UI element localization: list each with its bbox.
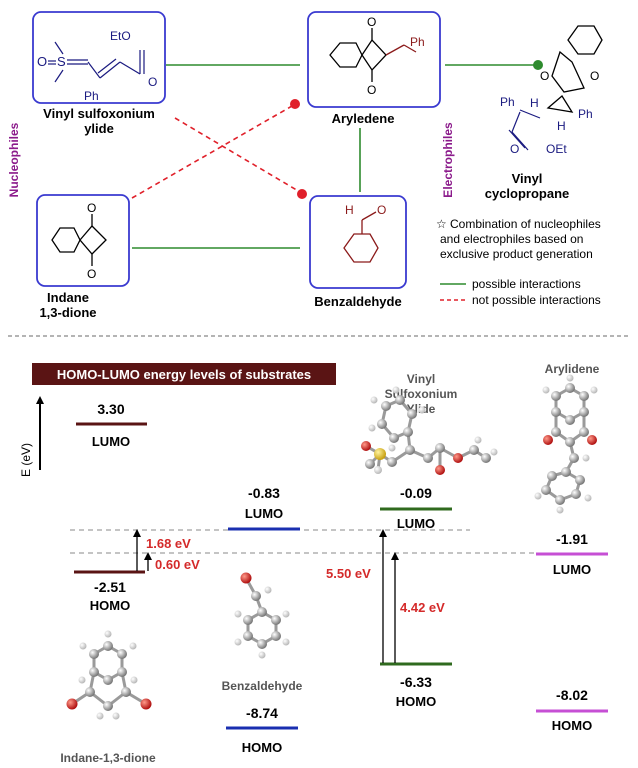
svg-text:O: O — [590, 69, 599, 83]
electrophiles-label: Electrophiles — [441, 122, 455, 198]
indane-3d-model — [66, 630, 152, 720]
indane-lumo-label: LUMO — [92, 434, 130, 449]
note-line-3: exclusive product generation — [440, 247, 593, 261]
aryl-ph: Ph — [410, 35, 425, 49]
arylidene-structure: O O Ph — [307, 11, 441, 108]
benz-lumo-label: LUMO — [245, 506, 283, 521]
indane-lumo-value: 3.30 — [97, 401, 124, 417]
product-ph2: Ph — [578, 107, 593, 121]
vinyl-ylide-label-1: Vinyl sulfoxonium — [43, 106, 155, 121]
product-label-2: cyclopropane — [485, 186, 570, 201]
ylide-homo-value: -6.33 — [400, 674, 432, 690]
aryl-model-label: Arylidene — [545, 362, 600, 376]
svg-text:O: O — [510, 142, 519, 156]
gap-label-3: 5.50 eV — [326, 566, 371, 581]
note-line-2: and electrophiles based on — [440, 232, 583, 246]
star-icon: ☆ — [436, 217, 447, 231]
indane-label-2: 1,3-dione — [39, 305, 96, 320]
product-label-1: Vinyl — [512, 171, 543, 186]
gap-label-4: 4.42 eV — [400, 600, 445, 615]
product-oet: OEt — [546, 142, 567, 156]
svg-text:O: O — [377, 203, 386, 217]
svg-text:O: O — [540, 69, 549, 83]
group-oet: EtO — [110, 29, 131, 43]
product-h1: H — [530, 96, 539, 110]
legend-not-possible: not possible interactions — [472, 293, 601, 307]
arylidene-label: Aryledene — [332, 111, 395, 126]
indane-homo-value: -2.51 — [94, 579, 126, 595]
benz-lumo-value: -0.83 — [248, 485, 280, 501]
atom-s: S — [57, 54, 66, 69]
note-line-1: Combination of nucleophiles — [450, 217, 601, 231]
aryl-homo-value: -8.02 — [556, 687, 588, 703]
gap-label-1: 1.68 eV — [146, 536, 191, 551]
ylide-3d-model — [361, 386, 498, 475]
svg-text:O: O — [87, 267, 96, 281]
ylide-lumo-label: LUMO — [397, 516, 435, 531]
vinyl-ylide-label-2: ylide — [84, 121, 114, 136]
ylide-model-label-1: Vinyl — [407, 372, 435, 386]
indane-label-1: Indane — [47, 290, 89, 305]
benz-h: H — [345, 203, 354, 217]
possible-interaction-lines — [132, 60, 543, 249]
indane-structure: O O — [36, 194, 130, 287]
benzaldehyde-structure: H O — [309, 195, 407, 289]
energy-axis-label: E (eV) — [19, 443, 33, 477]
banner-bg — [32, 363, 336, 385]
benz-homo-value: -8.74 — [246, 705, 278, 721]
indane-homo-label: HOMO — [90, 598, 130, 613]
nucleophiles-label: Nucleophiles — [7, 122, 21, 197]
banner-title: HOMO-LUMO energy levels of substrates — [57, 367, 311, 382]
benz-model-label: Benzaldehyde — [222, 679, 303, 693]
ylide-homo-label: HOMO — [396, 694, 436, 709]
svg-text:O: O — [148, 75, 157, 89]
atom-o: O — [37, 54, 47, 69]
svg-text:O: O — [367, 15, 376, 29]
arylidene-3d-model — [534, 374, 598, 514]
gap-label-2: 0.60 eV — [155, 557, 200, 572]
group-ph: Ph — [84, 89, 99, 103]
aryl-lumo-label: LUMO — [553, 562, 591, 577]
ylide-lumo-value: -0.09 — [400, 485, 432, 501]
benzaldehyde-3d-model — [234, 572, 290, 659]
benzaldehyde-label: Benzaldehyde — [314, 294, 401, 309]
benz-homo-label: HOMO — [242, 740, 282, 755]
product-ph1: Ph — [500, 95, 515, 109]
indane-model-label: Indane-1,3-dione — [60, 751, 156, 765]
not-possible-interaction-lines — [131, 99, 307, 199]
svg-text:O: O — [87, 201, 96, 215]
vinyl-cyclopropane-structure: O O Ph H H Ph O OEt — [500, 25, 603, 156]
product-h2: H — [557, 119, 566, 133]
vinyl-ylide-structure: O S EtO O Ph — [32, 11, 166, 104]
aryl-lumo-value: -1.91 — [556, 531, 588, 547]
aryl-homo-label: HOMO — [552, 718, 592, 733]
svg-text:O: O — [367, 83, 376, 97]
legend-possible: possible interactions — [472, 277, 581, 291]
